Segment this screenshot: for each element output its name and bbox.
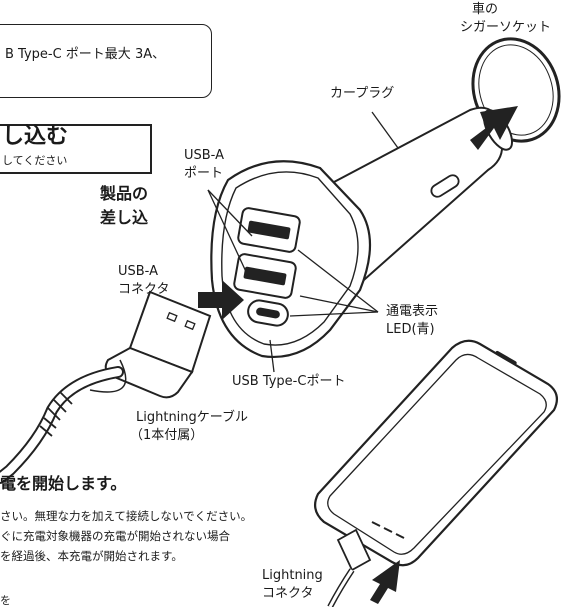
usb-c-port [247,299,289,327]
notes-line-1: さい。無理な力を加えて接続しないでください。 [0,509,253,523]
lightning-cable [0,366,124,484]
usb-a-port-label-1: USB-A [184,148,224,163]
usb-a-connector-label-1: USB-A [118,264,158,279]
spec-box: B Type-C ポート最大 3A、 [0,24,212,98]
usb-a-connector [89,290,212,399]
insert-arrow-phone [370,560,400,604]
step-title: し込む [2,124,69,149]
notes-line-4: を [0,594,11,607]
lightning-connector [327,528,372,607]
notes-heading: 電を開始します。 [0,474,127,493]
spec-text: B Type-C ポート最大 3A、 [5,47,166,62]
callout-lines [207,111,399,373]
lightning-cable-label-1: Lightningケーブル [136,410,249,425]
insert-arrow-usb-a [198,280,244,320]
smartphone [313,339,559,567]
usb-a-port-2 [233,253,297,299]
car-plug [210,106,513,358]
usb-a-connector-label-2: コネクタ [118,282,170,297]
step-text-2: 差し込 [100,208,149,227]
step-text-1: 製品の [100,184,149,203]
notes-line-2: ぐに充電対象機器の充電が開始されない場合 [0,529,230,543]
step-subtitle: してください [2,154,68,167]
socket-label-2: シガーソケット [460,20,552,35]
step-box: し込む してください [0,124,152,174]
usb-a-port-1 [237,207,301,253]
led-label-2: LED(青) [386,322,435,337]
cigar-socket [471,37,561,143]
insert-arrow-socket [470,106,518,150]
lightning-cable-label-2: （1本付属） [130,428,204,443]
car-plug-label: カープラグ [330,86,395,101]
usb-a-port-label-2: ポート [184,166,224,181]
lightning-connector-label-1: Lightning [262,568,323,583]
led-label-1: 通電表示 [386,304,439,319]
socket-label-1: 車の [472,2,499,17]
notes-line-3: を経過後、本充電が開始されます。 [0,549,183,563]
usb-c-port-label: USB Type-Cポート [232,374,346,389]
lightning-connector-label-2: コネクタ [262,586,314,601]
